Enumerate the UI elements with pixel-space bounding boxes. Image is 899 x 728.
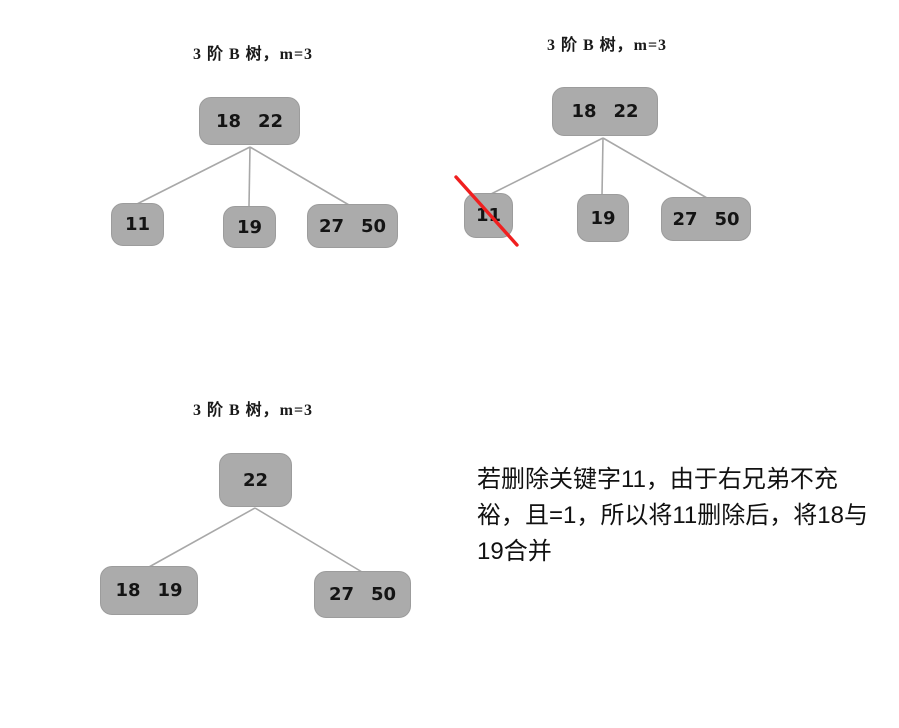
tree3-child-key: 27 (328, 584, 354, 605)
deletion-explanation-line: 若删除关键字11，由于右兄弟不充 (477, 466, 838, 493)
tree2-edge-left (490, 137, 604, 195)
tree2-child-key: 19 (590, 207, 616, 229)
tree1-child-key: 27 (318, 215, 344, 237)
tree2-child-key: 27 (672, 208, 698, 230)
tree2-edge-middle (601, 137, 604, 196)
tree2-child-node-11-deleted: 11 (464, 193, 513, 238)
tree2-root-key: 18 (571, 101, 597, 122)
tree2-root-node: 18 22 (552, 87, 658, 136)
tree1-child-key: 50 (361, 215, 387, 237)
tree3-child-node-18-19: 18 19 (100, 566, 198, 615)
tree1-title: 3 阶 B 树，m=3 (192, 46, 314, 63)
tree1-root-node: 18 22 (199, 97, 300, 145)
tree1-child-node-27-50: 27 50 (307, 204, 398, 248)
tree2-child-key: 50 (714, 208, 740, 230)
tree3-child-key: 50 (371, 584, 397, 605)
tree3-edge-left (148, 507, 256, 568)
tree1-edge-left (136, 146, 251, 205)
deletion-explanation-text: 若删除关键字11，由于右兄弟不充 裕，且=1，所以将11删除后，将18与 19合… (477, 462, 899, 570)
tree2-child-key: 11 (475, 205, 502, 226)
tree1-edge-middle (248, 146, 251, 207)
deletion-explanation-line: 19合并 (477, 538, 552, 565)
tree1-child-key: 19 (236, 216, 263, 238)
tree3-title: 3 阶 B 树，m=3 (192, 402, 314, 419)
tree1-child-node-19: 19 (223, 206, 276, 248)
tree2-child-node-19: 19 (577, 194, 629, 242)
tree3-child-key: 18 (115, 580, 141, 601)
tree1-edge-right (249, 146, 350, 206)
tree3-root-node: 22 (219, 453, 292, 507)
tree2-edge-right (602, 137, 708, 199)
tree3-child-node-27-50: 27 50 (314, 571, 411, 618)
tree1-root-key: 18 (215, 110, 241, 132)
tree2-child-node-27-50: 27 50 (661, 197, 751, 241)
tree1-child-key: 11 (124, 214, 151, 235)
tree3-child-key: 19 (157, 580, 183, 601)
deletion-explanation-line: 裕，且=1，所以将11删除后，将18与 (477, 502, 868, 529)
tree1-child-node-11: 11 (111, 203, 164, 246)
tree3-edge-right (254, 507, 363, 573)
tree3-root-key: 22 (242, 469, 269, 491)
tree2-root-key: 22 (613, 101, 639, 122)
tree1-root-key: 22 (258, 110, 284, 132)
tree2-title: 3 阶 B 树，m=3 (546, 37, 668, 54)
